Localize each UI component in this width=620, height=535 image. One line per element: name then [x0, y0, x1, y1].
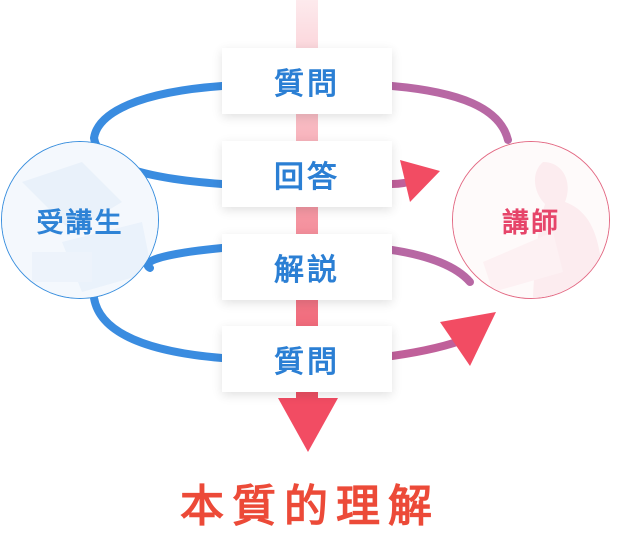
loop-lower-left-bottom [90, 294, 226, 362]
step-card-label: 解説 [274, 253, 340, 288]
step-card-question-2: 質問 [222, 326, 392, 392]
teacher-photo [453, 142, 609, 298]
loop-lower-left [143, 244, 226, 272]
arrow-head-lower [440, 312, 496, 366]
step-card-question-1: 質問 [222, 48, 392, 114]
student-circle: 受講生 [1, 141, 159, 299]
teacher-circle: 講師 [452, 141, 610, 299]
loop-upper-right [388, 82, 512, 144]
step-card-label: 質問 [274, 67, 340, 102]
student-photo [2, 142, 158, 298]
result-title: 本質的理解 [180, 481, 440, 532]
step-card-answer: 回答 [222, 141, 392, 207]
student-label: 受講生 [36, 207, 124, 239]
step-card-label: 回答 [274, 160, 340, 195]
central-arrow-head [278, 398, 338, 452]
arrow-head-upper [400, 160, 440, 202]
step-card-explanation: 解説 [222, 234, 392, 300]
teacher-label: 講師 [502, 207, 560, 239]
step-card-label: 質問 [274, 345, 340, 380]
